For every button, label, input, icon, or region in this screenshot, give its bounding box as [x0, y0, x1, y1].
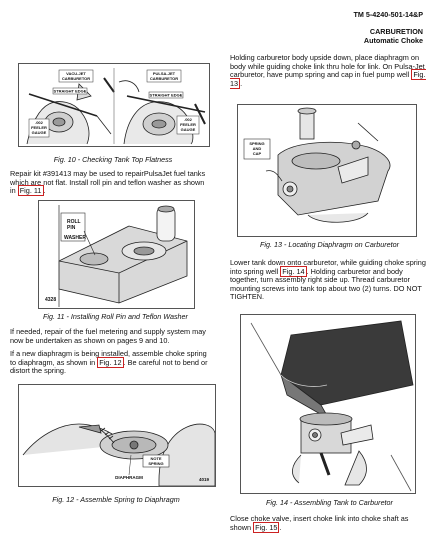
- fig-13-reference[interactable]: Fig. 13: [230, 69, 426, 89]
- label-diaphragm: DIAPHRAGM: [115, 475, 143, 480]
- fig-14-reference[interactable]: Fig. 14: [280, 265, 307, 277]
- label-straight-edge-right: STRAIGHT EDGE: [150, 93, 183, 98]
- figure-12-code: 4019: [199, 477, 210, 482]
- fig-11-reference[interactable]: Fig. 11: [17, 185, 44, 197]
- subsection-title: Automatic Choke: [363, 36, 423, 45]
- figure-11-caption: Fig. 11 - Installing Roll Pin and Teflon…: [43, 312, 188, 321]
- figure-12-caption: Fig. 12 - Assemble Spring to Diaphragm: [52, 495, 180, 504]
- left-paragraph-3: If a new diaphragm is being installed, a…: [10, 349, 208, 376]
- figure-11-code: 4328: [45, 297, 56, 303]
- figure-13-caption: Fig. 13 - Locating Diaphragm on Carburet…: [259, 240, 400, 249]
- label-straight-edge-left: STRAIGHT EDGE: [54, 89, 87, 94]
- fig-15-reference[interactable]: Fig. 15: [253, 521, 280, 533]
- figure-10-caption: Fig. 10 - Checking Tank Top Flatness: [53, 155, 173, 164]
- right-paragraph-3: Close choke valve, insert choke link int…: [230, 514, 409, 533]
- document-number: TM 5-4240-501-14&P: [353, 10, 423, 19]
- figure-14-image: [240, 314, 416, 494]
- label-washer: WASHER: [64, 235, 86, 241]
- figure-14-caption: Fig. 14 - Assembling Tank to Carburetor: [266, 498, 393, 507]
- section-title: CARBURETION: [369, 27, 423, 36]
- left-paragraph-1: Repair kit #391413 may be used to repair…: [10, 169, 206, 197]
- left-paragraph-2: If needed, repair of the fuel metering a…: [10, 327, 206, 345]
- right-paragraph-2: Lower tank down onto carburetor, while g…: [230, 258, 426, 302]
- right-paragraph-1: Holding carburetor body upside down, pla…: [230, 53, 426, 89]
- fig-12-reference[interactable]: Fig. 12: [97, 356, 124, 368]
